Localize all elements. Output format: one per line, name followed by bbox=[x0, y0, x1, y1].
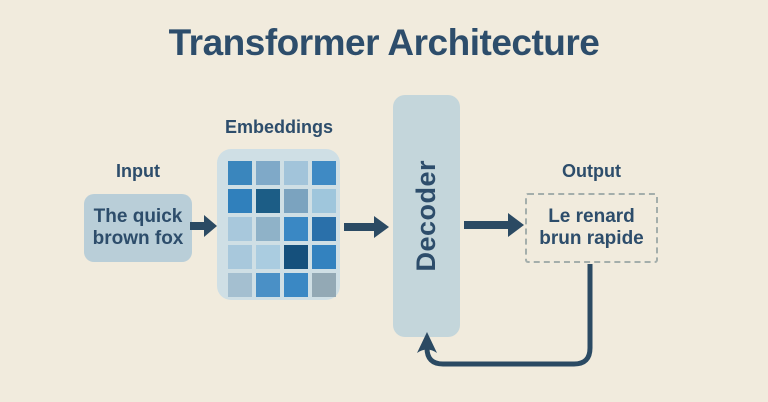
embedding-cell bbox=[312, 189, 336, 213]
embedding-cell bbox=[284, 273, 308, 297]
embedding-cell bbox=[312, 217, 336, 241]
output-box: Le renard brun rapide bbox=[525, 193, 658, 263]
embedding-cell bbox=[228, 217, 252, 241]
embedding-cell bbox=[256, 217, 280, 241]
decoder-label: Decoder bbox=[411, 160, 441, 272]
embedding-cell bbox=[256, 189, 280, 213]
embedding-cell bbox=[256, 245, 280, 269]
embedding-cell bbox=[312, 273, 336, 297]
embedding-cell bbox=[284, 189, 308, 213]
decoder-box: Decoder bbox=[393, 95, 460, 337]
diagram-title: Transformer Architecture bbox=[168, 22, 600, 63]
input-text: The quick brown fox bbox=[92, 205, 184, 249]
output-label: Output bbox=[562, 161, 621, 181]
embedding-cell bbox=[284, 161, 308, 185]
input-box: The quick brown fox bbox=[84, 194, 192, 262]
arrow-decoder-to-output-icon bbox=[464, 213, 524, 237]
embedding-cell bbox=[256, 273, 280, 297]
input-label: Input bbox=[116, 161, 160, 181]
embeddings-label: Embeddings bbox=[224, 117, 333, 137]
embedding-cell bbox=[228, 161, 252, 185]
embeddings-grid bbox=[228, 161, 340, 297]
embedding-cell bbox=[228, 189, 252, 213]
arrow-embeddings-to-decoder-icon bbox=[344, 216, 389, 238]
embedding-cell bbox=[228, 273, 252, 297]
embedding-cell bbox=[256, 161, 280, 185]
arrow-input-to-embeddings-icon bbox=[190, 215, 217, 237]
embedding-cell bbox=[284, 217, 308, 241]
embedding-cell bbox=[312, 245, 336, 269]
embedding-cell bbox=[284, 245, 308, 269]
output-text: Le renard brun rapide bbox=[539, 205, 644, 249]
embedding-cell bbox=[228, 245, 252, 269]
embeddings-matrix bbox=[217, 149, 340, 300]
embedding-cell bbox=[312, 161, 336, 185]
